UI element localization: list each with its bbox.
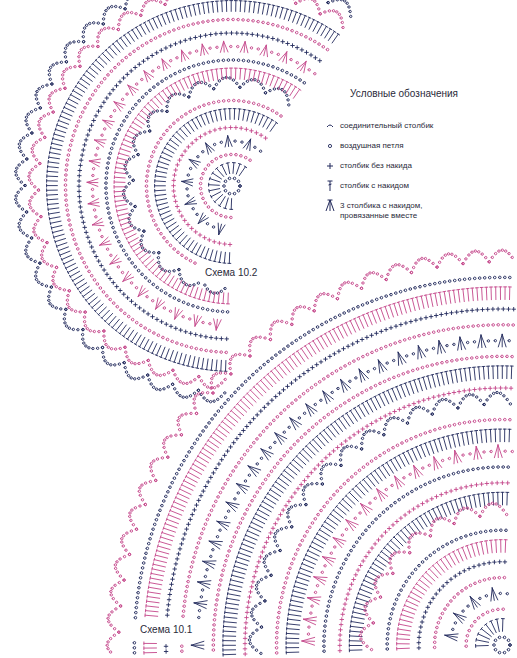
legend-heading: Условные обозначения	[350, 88, 458, 100]
chain-symbol	[328, 144, 331, 147]
crochet-stitches	[28, 0, 515, 656]
single-crochet-symbol	[327, 163, 333, 169]
cluster-symbol	[326, 200, 334, 211]
slip-stitch-symbol	[327, 125, 333, 127]
legend-text: соединительный столбик	[340, 121, 468, 131]
legend-text: воздушная петля	[340, 141, 468, 151]
legend-text: столбик без накида	[340, 161, 468, 171]
legend-text: столбик с накидом	[340, 181, 468, 191]
crochet-stitches	[15, 0, 516, 656]
chart-caption: Схема 10.2	[205, 267, 257, 279]
double-crochet-symbol	[328, 181, 333, 191]
chart-caption: Схема 10.1	[140, 624, 192, 636]
legend-text: 3 столбика с накидом, провязанные вместе	[340, 201, 468, 221]
